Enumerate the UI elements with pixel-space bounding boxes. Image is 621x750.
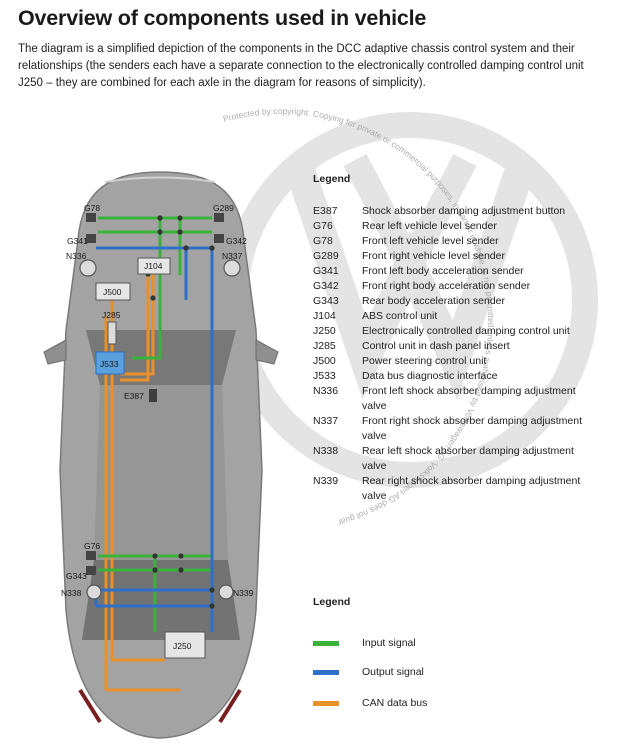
label-g343: G343 bbox=[66, 571, 87, 581]
signal-swatch-3 bbox=[313, 701, 339, 706]
tail-lights bbox=[78, 688, 242, 724]
output-signal-lines bbox=[94, 246, 214, 632]
legend-code: G343 bbox=[313, 295, 339, 307]
legend-code: N336 bbox=[313, 385, 339, 397]
right-mirror bbox=[255, 339, 279, 365]
g76-sender bbox=[86, 551, 96, 560]
label-g289: G289 bbox=[213, 203, 234, 213]
left-mirror bbox=[43, 339, 67, 365]
label-e387: E387 bbox=[124, 391, 144, 401]
legend-description: ABS control unit bbox=[362, 310, 438, 322]
label-j500: J500 bbox=[103, 287, 122, 297]
legend-description: Rear right shock absorber damping adjust… bbox=[362, 475, 581, 502]
legend-code: N337 bbox=[313, 415, 339, 427]
intro-paragraph: The diagram is a simplified depiction of… bbox=[18, 43, 584, 89]
legend-description: Shock absorber damping adjustment button bbox=[362, 205, 566, 217]
label-j285: J285 bbox=[102, 310, 121, 320]
label-j104: J104 bbox=[144, 261, 163, 271]
signal-label-2: Output signal bbox=[362, 666, 424, 678]
n338-valve bbox=[86, 584, 102, 600]
component-legend-title: Legend bbox=[313, 173, 351, 185]
legend-code: G342 bbox=[313, 280, 339, 292]
j500-unit bbox=[95, 282, 131, 301]
page-title: Overview of components used in vehicle bbox=[18, 6, 427, 30]
n339-valve bbox=[218, 584, 234, 600]
signal-label-3: CAN data bus bbox=[362, 697, 428, 709]
signal-swatch-1 bbox=[313, 641, 339, 646]
legend-description: Front left shock absorber damping adjust… bbox=[362, 385, 576, 412]
j285-unit bbox=[107, 321, 117, 345]
label-g76: G76 bbox=[84, 541, 100, 551]
legend-code: G78 bbox=[313, 235, 333, 247]
g343-sender bbox=[86, 566, 96, 575]
legend-code: J533 bbox=[313, 370, 336, 382]
legend-description: Control unit in dash panel insert bbox=[362, 340, 510, 352]
label-n338: N338 bbox=[61, 588, 82, 598]
legend-code: G289 bbox=[313, 250, 339, 262]
signal-swatch-2 bbox=[313, 670, 339, 675]
legend-code: J285 bbox=[313, 340, 336, 352]
legend-description: Rear left shock absorber damping adjustm… bbox=[362, 445, 574, 472]
j533-unit bbox=[95, 351, 125, 375]
e387-button bbox=[149, 389, 157, 402]
label-g78: G78 bbox=[84, 203, 100, 213]
legend-code: G76 bbox=[313, 220, 333, 232]
rear-window bbox=[82, 560, 240, 640]
legend-description: Front left body acceleration sender bbox=[362, 265, 524, 277]
g289-sender bbox=[214, 213, 224, 222]
legend-code: J250 bbox=[313, 325, 336, 337]
n337-valve bbox=[223, 259, 241, 277]
legend-description: Rear body acceleration sender bbox=[362, 295, 506, 307]
legend-description: Front right body acceleration sender bbox=[362, 280, 531, 292]
legend-description: Power steering control unit bbox=[362, 355, 487, 367]
label-j250: J250 bbox=[173, 641, 192, 651]
legend-description: Front right vehicle level sender bbox=[362, 250, 505, 262]
label-n339: N339 bbox=[233, 588, 254, 598]
legend-code: G341 bbox=[313, 265, 339, 277]
roof bbox=[94, 385, 228, 560]
signal-label-1: Input signal bbox=[362, 637, 416, 649]
legend-code: J500 bbox=[313, 355, 336, 367]
legend-description: Rear left vehicle level sender bbox=[362, 220, 497, 232]
legend-description: Electronically controlled damping contro… bbox=[362, 325, 570, 337]
legend-code: N339 bbox=[313, 475, 339, 487]
label-n337: N337 bbox=[222, 251, 243, 261]
label-n336: N336 bbox=[66, 251, 87, 261]
label-g342: G342 bbox=[226, 236, 247, 246]
legend-code: N338 bbox=[313, 445, 339, 457]
front-highlight bbox=[104, 176, 216, 183]
g341-sender bbox=[86, 234, 96, 243]
legend-code: E387 bbox=[313, 205, 338, 217]
j250-unit bbox=[164, 631, 206, 659]
legend-description: Front left vehicle level sender bbox=[362, 235, 499, 247]
legend-code: J104 bbox=[313, 310, 336, 322]
g78-sender bbox=[86, 213, 96, 222]
signal-legend-title: Legend bbox=[313, 596, 351, 608]
label-g341: G341 bbox=[67, 236, 88, 246]
n336-valve bbox=[79, 259, 97, 277]
label-j533: J533 bbox=[100, 359, 119, 369]
legend-description: Front right shock absorber damping adjus… bbox=[362, 415, 583, 442]
legend-description: Data bus diagnostic interface bbox=[362, 370, 498, 382]
g342-sender bbox=[214, 234, 224, 243]
j104-unit bbox=[137, 257, 171, 275]
